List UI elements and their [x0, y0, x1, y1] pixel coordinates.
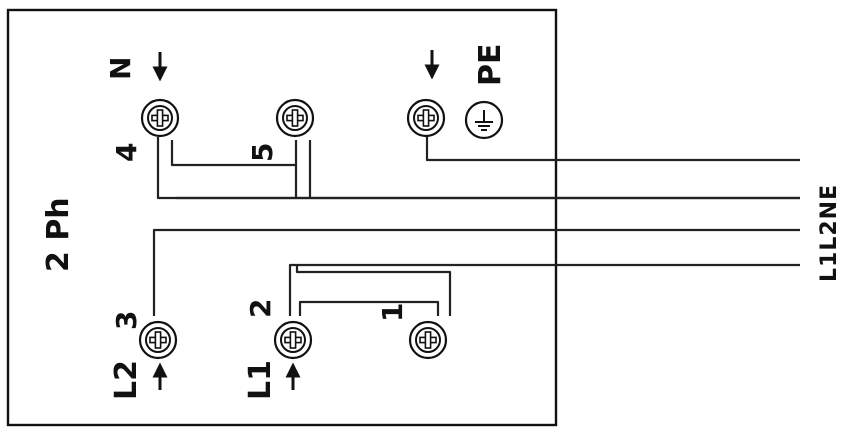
label-5: 5	[246, 143, 279, 162]
label-n: N	[104, 57, 137, 80]
phase-title: 2 Ph	[41, 197, 76, 272]
wire-pe	[425, 132, 800, 162]
label-4: 4	[110, 143, 143, 162]
terminal-2	[273, 320, 313, 360]
terminal-3	[138, 320, 178, 360]
ground-icon	[464, 100, 504, 140]
terminal-4	[140, 98, 180, 138]
wire-l1	[288, 263, 800, 316]
wire-l1-bridge-outer	[295, 265, 452, 316]
label-l2: L2	[109, 360, 144, 400]
wire-l1-bridge-inner	[298, 300, 440, 316]
label-1: 1	[376, 303, 409, 322]
label-l1: L1	[243, 360, 278, 400]
label-pe: PE	[473, 44, 508, 86]
terminal-pe	[406, 98, 446, 138]
wire-n-bridge	[170, 140, 296, 167]
terminal-1	[408, 320, 448, 360]
enclosure-outline	[6, 8, 558, 427]
wire-l2	[152, 228, 800, 316]
terminal-5	[275, 98, 315, 138]
label-2: 2	[244, 299, 277, 318]
label-3: 3	[110, 311, 143, 330]
output-label: L1L2NE	[817, 184, 842, 282]
wires	[152, 132, 800, 316]
